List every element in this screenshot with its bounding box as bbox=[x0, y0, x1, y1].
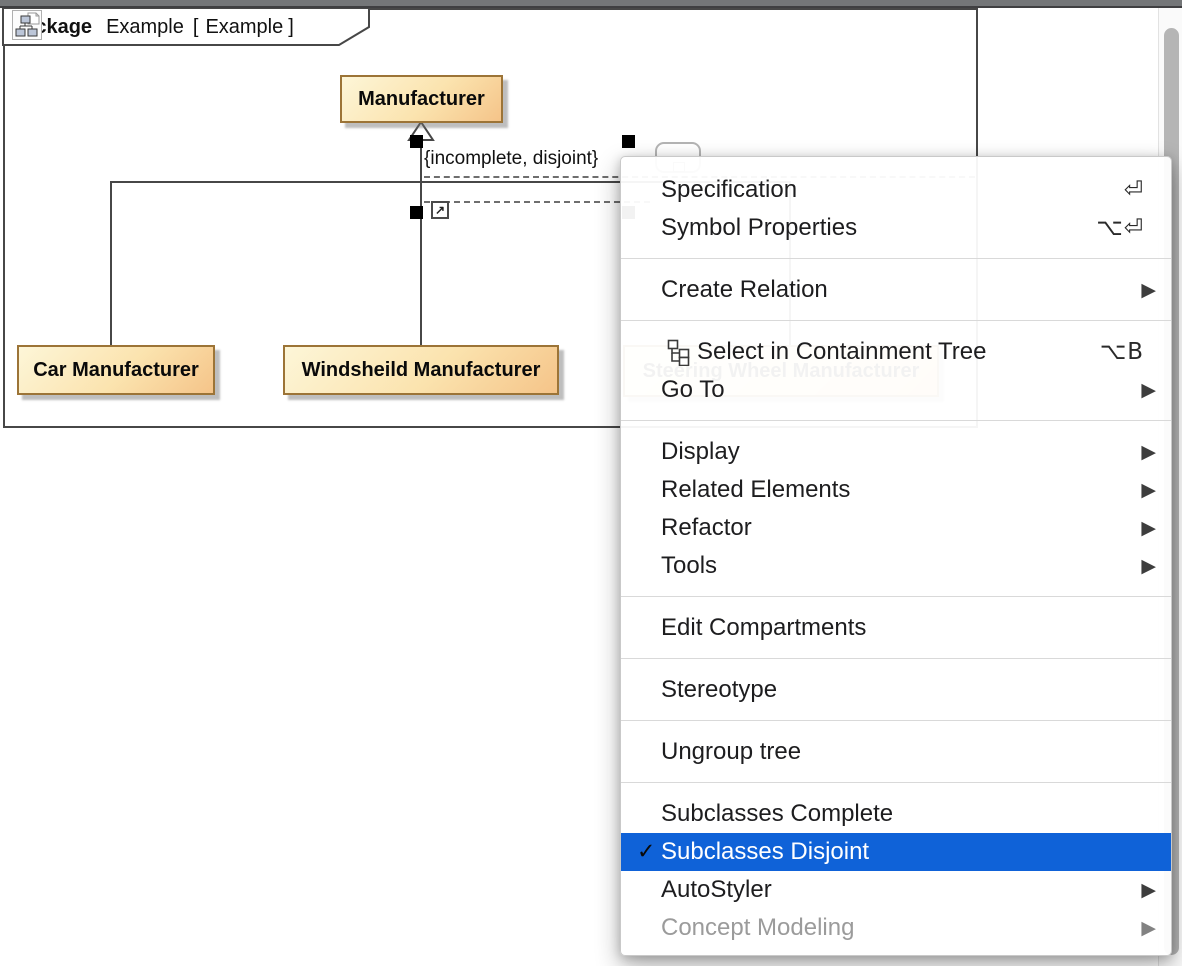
menu-separator bbox=[621, 720, 1171, 721]
menu-item-label: Create Relation bbox=[661, 276, 828, 303]
menu-separator bbox=[621, 320, 1171, 321]
menu-item-label: Select in Containment Tree bbox=[697, 338, 987, 365]
context-menu: Specification ⏎ Symbol Properties ⌥⏎ Create … bbox=[620, 156, 1172, 956]
menu-item-label: Go To bbox=[661, 376, 725, 403]
selection-handle[interactable] bbox=[410, 135, 423, 148]
class-name: Windsheild Manufacturer bbox=[301, 358, 541, 381]
menu-item-tools[interactable]: Tools ▶ bbox=[621, 547, 1171, 585]
menu-item-label: AutoStyler bbox=[661, 876, 772, 903]
selection-handle[interactable] bbox=[622, 135, 635, 148]
menu-item-label: Symbol Properties bbox=[661, 214, 858, 241]
generalization-line-car[interactable] bbox=[110, 181, 112, 345]
menu-item-refactor[interactable]: Refactor ▶ bbox=[621, 509, 1171, 547]
generalization-line-horizontal[interactable] bbox=[110, 181, 790, 183]
menu-item-label: Tools bbox=[661, 552, 718, 579]
class-name: Manufacturer bbox=[358, 87, 485, 110]
menu-item-shortcut: ⌥B bbox=[1099, 339, 1144, 365]
menu-item-subclasses-disjoint[interactable]: ✓Subclasses Disjoint bbox=[621, 833, 1171, 871]
menu-item-label: Display bbox=[661, 438, 740, 465]
class-box-windsheild-manufacturer[interactable]: Windsheild Manufacturer bbox=[283, 345, 559, 395]
containment-tree-icon bbox=[667, 338, 690, 366]
menu-item-subclasses-complete[interactable]: Subclasses Complete bbox=[621, 795, 1171, 833]
menu-item-ungroup-tree[interactable]: Ungroup tree bbox=[621, 733, 1171, 771]
class-box-car-manufacturer[interactable]: Car Manufacturer bbox=[17, 345, 215, 395]
menu-item-label: Ungroup tree bbox=[661, 738, 802, 765]
menu-item-label: Concept Modeling bbox=[661, 914, 855, 941]
menu-separator bbox=[621, 420, 1171, 421]
class-diagram-icon bbox=[12, 10, 42, 40]
menu-item-label: Subclasses Complete bbox=[661, 800, 894, 827]
menu-item-label: Refactor bbox=[661, 514, 752, 541]
generalization-line-trunk[interactable] bbox=[420, 141, 422, 345]
class-name: Car Manufacturer bbox=[33, 358, 199, 381]
menu-item-concept-modeling[interactable]: Concept Modeling ▶ bbox=[621, 909, 1171, 947]
submenu-arrow-icon: ▶ bbox=[1141, 279, 1156, 301]
selection-handle[interactable] bbox=[410, 206, 423, 219]
menu-item-label: Stereotype bbox=[661, 676, 778, 703]
menu-item-label: Specification bbox=[661, 176, 798, 203]
menu-item-stereotype[interactable]: Stereotype bbox=[621, 671, 1171, 709]
menu-item-specification[interactable]: Specification ⏎ bbox=[621, 171, 1171, 209]
checkmark-icon: ✓ bbox=[637, 839, 656, 865]
window-top-edge bbox=[0, 0, 1182, 8]
menu-separator bbox=[621, 258, 1171, 259]
menu-item-label: Subclasses Disjoint bbox=[661, 838, 870, 865]
menu-item-go-to[interactable]: Go To ▶ bbox=[621, 371, 1171, 409]
menu-item-related-elements[interactable]: Related Elements ▶ bbox=[621, 471, 1171, 509]
menu-item-shortcut: ⌥⏎ bbox=[1096, 215, 1144, 241]
menu-item-label: Edit Compartments bbox=[661, 614, 867, 641]
menu-item-display[interactable]: Display ▶ bbox=[621, 433, 1171, 471]
menu-item-shortcut: ⏎ bbox=[1123, 177, 1144, 203]
menu-item-edit-compartments[interactable]: Edit Compartments bbox=[621, 609, 1171, 647]
submenu-arrow-icon: ▶ bbox=[1141, 379, 1156, 401]
frame-owner-name: Example bbox=[106, 15, 184, 38]
submenu-arrow-icon: ▶ bbox=[1141, 479, 1156, 501]
menu-item-create-relation[interactable]: Create Relation ▶ bbox=[621, 271, 1171, 309]
submenu-arrow-icon: ▶ bbox=[1141, 555, 1156, 577]
frame-bracket-open: [ bbox=[192, 15, 199, 38]
frame-header-tab: package Example [ Example ] bbox=[2, 7, 374, 47]
submenu-arrow-icon: ▶ bbox=[1141, 879, 1156, 901]
menu-separator bbox=[621, 782, 1171, 783]
frame-bracket-close: ] bbox=[288, 15, 294, 38]
menu-item-autostyler[interactable]: AutoStyler ▶ bbox=[621, 871, 1171, 909]
submenu-arrow-icon: ▶ bbox=[1141, 441, 1156, 463]
menu-item-select-in-containment-tree[interactable]: Select in Containment Tree ⌥B bbox=[621, 333, 1171, 371]
open-diagram-icon[interactable]: ↗ bbox=[431, 201, 449, 219]
submenu-arrow-icon: ▶ bbox=[1141, 517, 1156, 539]
generalization-constraint-label: {incomplete, disjoint} bbox=[424, 148, 599, 169]
menu-item-symbol-properties[interactable]: Symbol Properties ⌥⏎ bbox=[621, 209, 1171, 247]
menu-separator bbox=[621, 658, 1171, 659]
selection-dashed-line-bottom bbox=[424, 201, 650, 203]
frame-diagram-name: Example bbox=[205, 15, 284, 38]
class-box-manufacturer[interactable]: Manufacturer bbox=[340, 75, 503, 123]
submenu-arrow-icon: ▶ bbox=[1141, 917, 1156, 939]
menu-separator bbox=[621, 596, 1171, 597]
menu-item-label: Related Elements bbox=[661, 476, 851, 503]
